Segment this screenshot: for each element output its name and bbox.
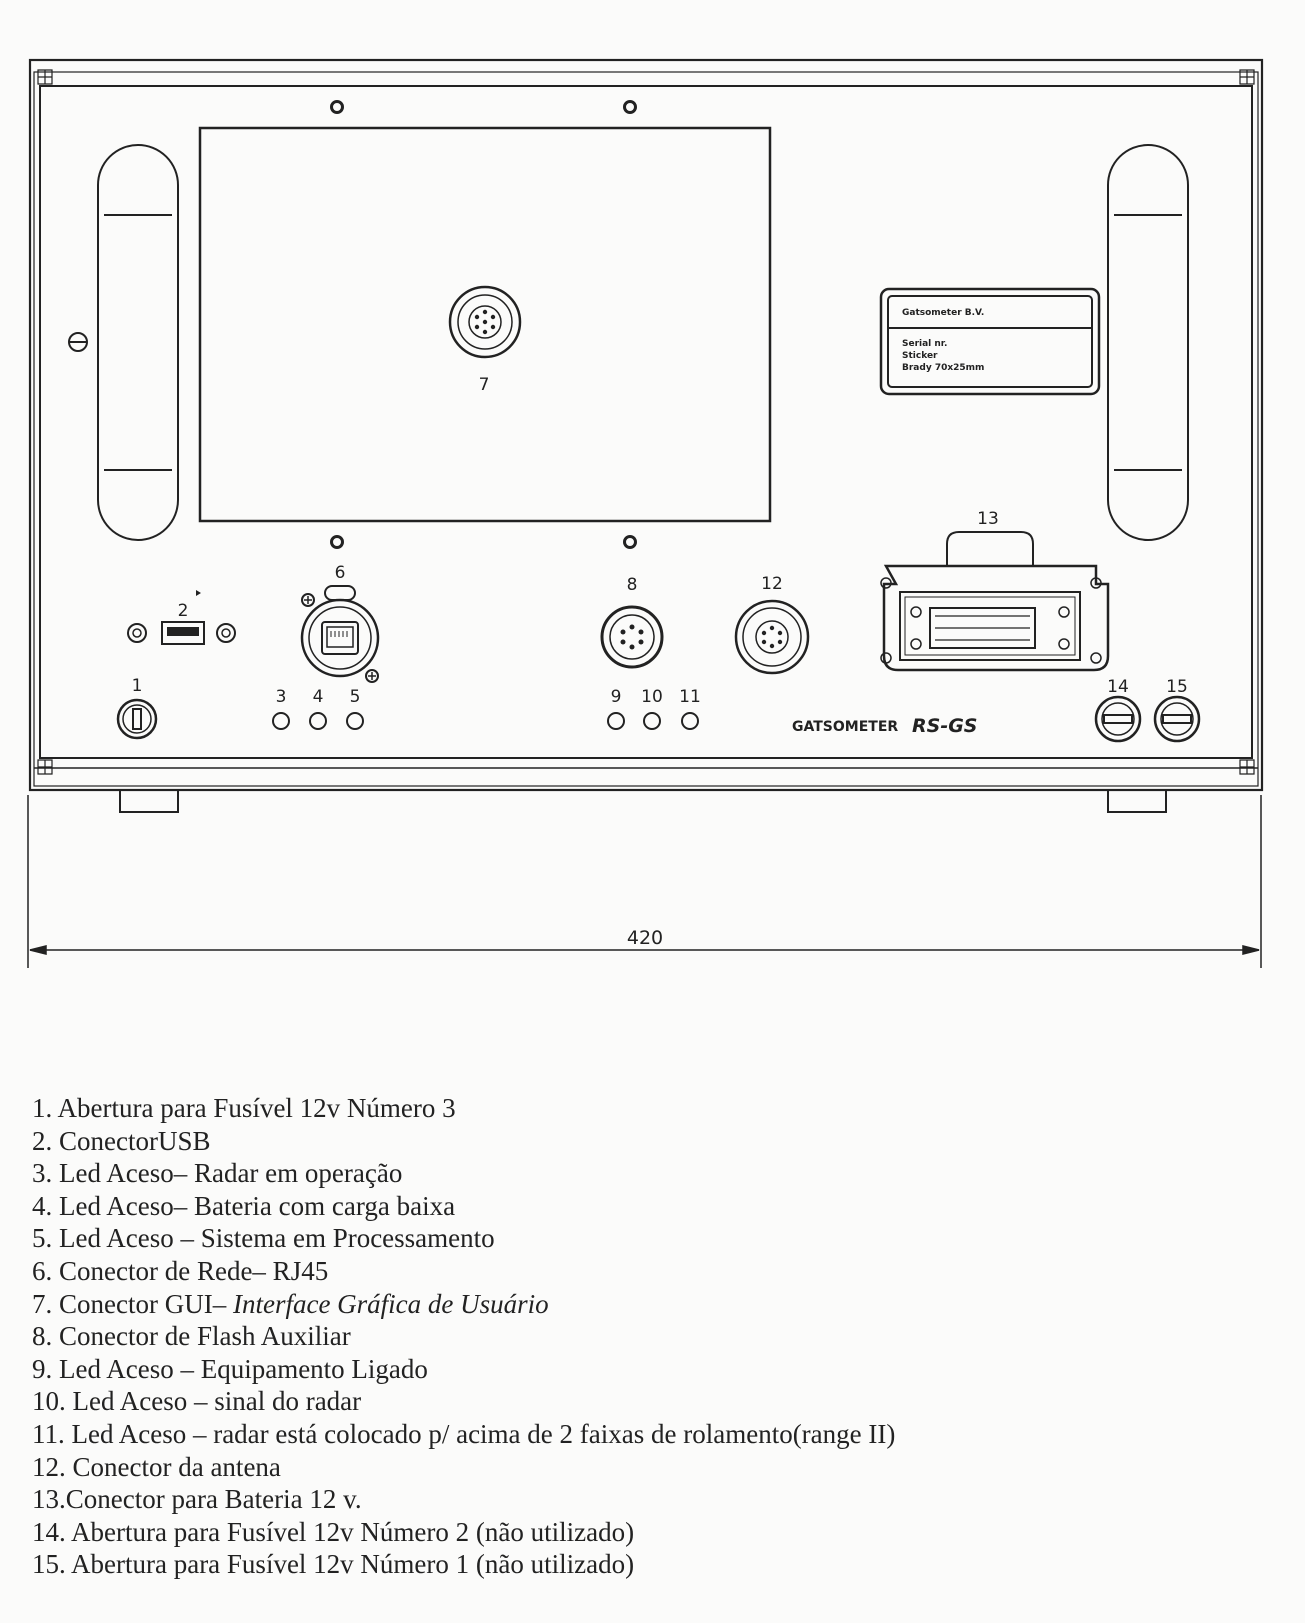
legend-item: 11. Led Aceso – radar está colocado p/ a… [32,1418,896,1449]
battery-connector-icon [880,531,1110,672]
antenna-connector-icon [734,599,810,675]
callout-11: 11 [679,687,701,707]
display-panel [198,126,772,523]
legend-item: 14. Abertura para Fusível 12v Número 2 (… [32,1516,635,1547]
rj45-connector-icon [300,585,380,683]
callout-2: 2 [178,601,189,621]
sticker-company: Gatsometer B.V. [902,308,984,318]
led-10-icon [643,712,661,730]
legend-item: 15. Abertura para Fusível 12v Número 1 (… [32,1549,635,1580]
legend-item: 8. Conector de Flash Auxiliar [32,1321,351,1352]
width-dimension [27,795,1262,968]
legend-item: 7. Conector GUI– Interface Gráfica de Us… [32,1288,549,1319]
fuse-holder-3-icon [116,698,158,740]
callout-9: 9 [611,687,622,707]
callout-5: 5 [350,687,361,707]
legend-item: 4. Led Aceso– Bateria com carga baixa [32,1190,456,1221]
callout-10: 10 [641,687,663,707]
callout-7: 7 [479,375,490,395]
legend-item: 13.Conector para Bateria 12 v. [32,1484,362,1515]
callout-13: 13 [977,509,999,529]
legend-item: 1. Abertura para Fusível 12v Número 3 [32,1093,456,1123]
led-5-icon [346,712,364,730]
callout-1: 1 [132,676,143,696]
component-legend: 1. Abertura para Fusível 12v Número 3 2.… [32,1092,1232,1581]
sticker-serial: Serial nr. [902,339,947,349]
usb-connector-icon [127,621,236,645]
legend-item: 9. Led Aceso – Equipamento Ligado [32,1353,428,1384]
brand-name: GATSOMETER [792,719,898,735]
fuse-holder-2-icon [1094,695,1142,743]
width-dimension-label: 420 [627,927,663,949]
enclosure [28,58,1264,813]
legend-item: 3. Led Aceso– Radar em operação [32,1158,403,1189]
gui-connector-icon [448,285,522,359]
callout-15: 15 [1166,677,1188,697]
mounting-holes [330,100,637,549]
led-4-icon [309,712,327,730]
callout-14: 14 [1107,677,1129,697]
legend-item: 5. Led Aceso – Sistema em Processamento [32,1223,495,1254]
side-screw-icon [68,332,88,352]
callout-4: 4 [313,687,324,707]
serial-sticker: Gatsometer B.V. Serial nr. Sticker Brady… [879,287,1101,396]
led-9-icon [607,712,625,730]
callout-3: 3 [276,687,287,707]
flash-connector-icon [600,605,664,669]
fuse-holder-1-icon [1153,695,1201,743]
sticker-brady: Brady 70x25mm [902,363,984,373]
legend-item: 10. Led Aceso – sinal do radar [32,1386,362,1417]
legend-item: 2. ConectorUSB [32,1125,211,1156]
front-panel-drawing: 7 Gatsometer B.V. Serial nr. Sticker Bra… [27,58,1264,968]
left-handle [97,144,179,541]
led-3-icon [272,712,290,730]
callout-6: 6 [335,563,346,583]
callout-12: 12 [761,574,783,594]
legend-item: 12. Conector da antena [32,1451,281,1482]
right-handle [1107,144,1189,541]
legend-item: 6. Conector de Rede– RJ45 [32,1255,329,1286]
model-name: RS-GS [912,715,977,737]
led-11-icon [681,712,699,730]
sticker-label: Sticker [902,351,938,361]
callout-8: 8 [627,575,638,595]
